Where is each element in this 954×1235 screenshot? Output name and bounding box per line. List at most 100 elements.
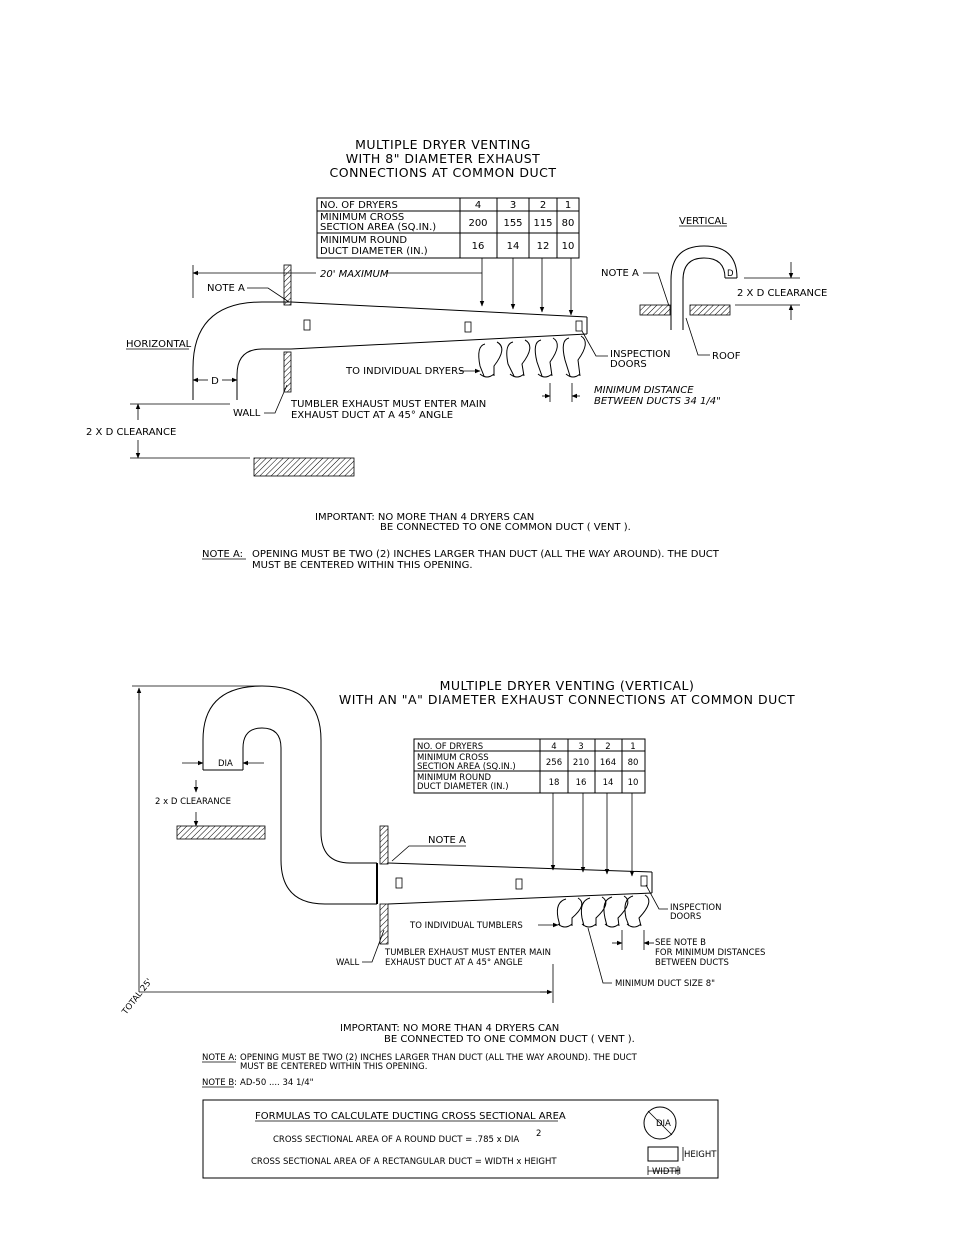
- table-header-label: NO. OF DRYERS: [320, 200, 398, 211]
- inspection-label-1: INSPECTION: [670, 903, 721, 913]
- dryer-stub: [506, 339, 531, 378]
- min-distance-dimension: MINIMUM DISTANCE BETWEEN DUCTS 34 1/4": [542, 383, 721, 407]
- table-row-label: MINIMUM CROSS: [417, 753, 489, 763]
- title-line-3: CONNECTIONS AT COMMON DUCT: [330, 165, 557, 180]
- dryer-stub: [534, 337, 558, 378]
- wall-label: WALL: [233, 408, 261, 419]
- wall-label: WALL: [336, 958, 359, 968]
- formula-border: [202, 1099, 719, 1179]
- table-cell: 210: [573, 758, 589, 768]
- d-dimension: D: [192, 376, 238, 387]
- clearance-label: 2 x D CLEARANCE: [155, 797, 231, 807]
- table-header-4: 4: [475, 200, 481, 211]
- table-cell: 256: [546, 758, 562, 768]
- horizontal-clearance-dimension: 2 X D CLEARANCE: [86, 403, 355, 477]
- vertical-duct-inner: [682, 257, 726, 330]
- inspection-door: [640, 875, 648, 887]
- table-cell: 12: [537, 241, 550, 252]
- to-tumblers-label: TO INDIVIDUAL TUMBLERS: [409, 921, 523, 931]
- horizontal-main-duct: [192, 301, 588, 400]
- table-cell: 164: [600, 758, 616, 768]
- inspection-label-2: DOORS: [610, 359, 647, 370]
- table-cell: 14: [507, 241, 520, 252]
- note-a-line-1: OPENING MUST BE TWO (2) INCHES LARGER TH…: [240, 1053, 638, 1063]
- duct-top-edge: [290, 301, 588, 318]
- round-formula: CROSS SECTIONAL AREA OF A ROUND DUCT = .…: [273, 1135, 519, 1145]
- wall-hatch-upper: [379, 825, 389, 865]
- note-a-title: NOTE A:: [202, 549, 243, 560]
- table-row-label: SECTION AREA (SQ.IN.): [320, 222, 436, 233]
- s-duct-inner: [242, 727, 377, 905]
- table-header-2: 2: [605, 742, 610, 752]
- table-header-3: 3: [578, 742, 583, 752]
- tumbler-stub: [624, 894, 650, 928]
- title-line-1: MULTIPLE DRYER VENTING (VERTICAL): [440, 678, 695, 693]
- table-row-label: MINIMUM ROUND: [417, 773, 491, 783]
- formula-box: FORMULAS TO CALCULATE DUCTING CROSS SECT…: [202, 1099, 719, 1179]
- table-header-1: 1: [630, 742, 635, 752]
- wall-hatch-upper: [283, 264, 292, 306]
- dryer-duct-table-1: NO. OF DRYERS 4 3 2 1 MINIMUM CROSS SECT…: [316, 197, 580, 259]
- table-header-4: 4: [551, 742, 556, 752]
- note-a-line-2: MUST BE CENTERED WITHIN THIS OPENING.: [240, 1062, 427, 1072]
- note-b-title: NOTE B:: [202, 1078, 237, 1088]
- inspection-label-2: DOORS: [670, 912, 701, 922]
- note-a-line-2: MUST BE CENTERED WITHIN THIS OPENING.: [252, 560, 473, 571]
- table-leader-arrows: [479, 258, 574, 316]
- table-header-2: 2: [540, 200, 546, 211]
- table-header-label: NO. OF DRYERS: [417, 742, 483, 752]
- table-header-1: 1: [565, 200, 571, 211]
- table-cell: 14: [603, 778, 614, 788]
- tumbler-note-line-2: EXHAUST DUCT AT A 45° ANGLE: [385, 958, 523, 968]
- inspection-leader: [645, 884, 668, 910]
- tumbler-note-line-1: TUMBLER EXHAUST MUST ENTER MAIN: [290, 399, 486, 410]
- width-label: WIDTH: [652, 1167, 681, 1177]
- table-cell: 16: [576, 778, 587, 788]
- table-cell: 115: [533, 218, 552, 229]
- s-duct-outer: [202, 685, 377, 864]
- table-leader-arrows: [550, 793, 635, 877]
- wall-leader: [264, 384, 288, 414]
- ground-hatch: [253, 457, 355, 477]
- table-cell: 10: [628, 778, 639, 788]
- max-length-dimension: 20' MAXIMUM: [192, 265, 482, 298]
- see-note-b-line-3: BETWEEN DUCTS: [655, 958, 729, 968]
- note-b-text: AD-50 .... 34 1/4": [240, 1078, 314, 1088]
- inspection-door: [464, 321, 472, 333]
- round-duct-icon: [643, 1106, 677, 1140]
- note-a-title: NOTE A:: [202, 1053, 237, 1063]
- note-a-label: NOTE A: [207, 283, 245, 294]
- important-line-2: BE CONNECTED TO ONE COMMON DUCT ( VENT )…: [380, 522, 631, 533]
- table-row-label: DUCT DIAMETER (IN.): [417, 782, 509, 792]
- to-dryers-label: TO INDIVIDUAL DRYERS: [345, 366, 464, 377]
- tumbler-stub: [556, 897, 583, 928]
- table-cell: 10: [562, 241, 575, 252]
- roof-hatch-right: [689, 304, 731, 316]
- duct-bottom-edge: [387, 892, 653, 905]
- diagram-2-vertical-venting: MULTIPLE DRYER VENTING (VERTICAL) WITH A…: [120, 678, 795, 1088]
- inspection-door: [515, 878, 523, 890]
- vertical-title: VERTICAL: [679, 216, 727, 227]
- table-border: [413, 738, 646, 794]
- roof-label: ROOF: [712, 351, 741, 362]
- dryer-stub: [478, 341, 503, 378]
- dryer-connections: [478, 335, 586, 378]
- d-label: D: [211, 376, 219, 387]
- tumbler-connections: [556, 894, 650, 928]
- min-distance-line-1: MINIMUM DISTANCE: [594, 385, 694, 396]
- elbow-outer: [192, 301, 291, 400]
- see-note-b-line-1: SEE NOTE B: [655, 938, 706, 948]
- inspection-door: [395, 877, 403, 889]
- vertical-inset: VERTICAL D NOTE A 2 X D CLEARANCE ROOF: [601, 216, 827, 362]
- wall-leader: [362, 929, 385, 963]
- roof-hatch-left: [639, 304, 671, 316]
- tumbler-note-line-2: EXHAUST DUCT AT A 45° ANGLE: [291, 410, 453, 421]
- vertical-duct-outer: [670, 245, 738, 330]
- title-line-2: WITH 8" DIAMETER EXHAUST: [346, 151, 541, 166]
- diagram-1-title: MULTIPLE DRYER VENTING WITH 8" DIAMETER …: [330, 137, 557, 180]
- table-border: [316, 197, 580, 259]
- important-line-1: IMPORTANT: NO MORE THAN 4 DRYERS CAN: [340, 1023, 559, 1034]
- title-line-1: MULTIPLE DRYER VENTING: [355, 137, 531, 152]
- min-distance-line-2: BETWEEN DUCTS 34 1/4": [594, 396, 721, 407]
- duct-bottom-edge: [290, 333, 588, 350]
